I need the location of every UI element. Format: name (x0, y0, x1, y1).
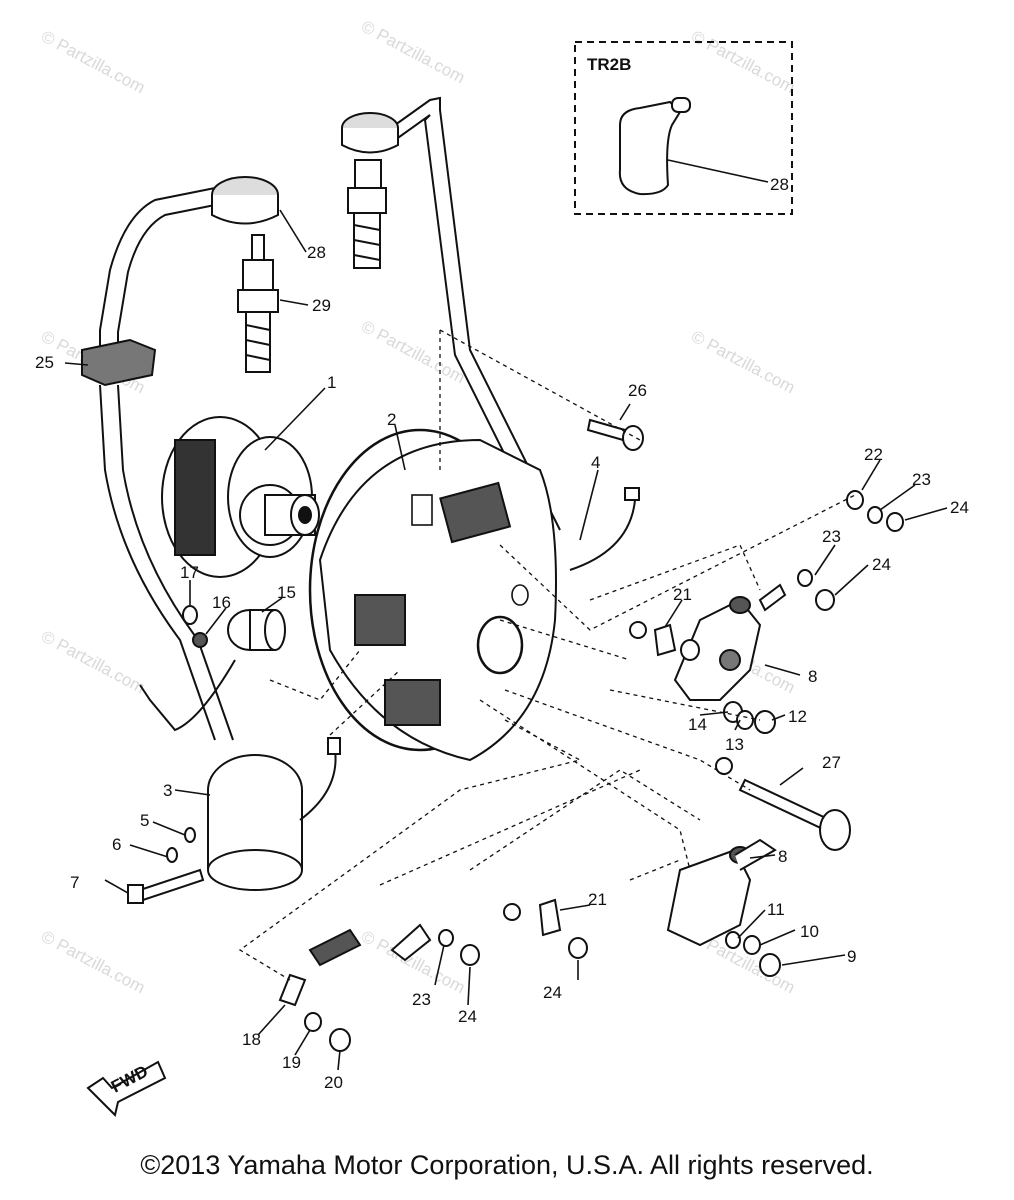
callout-24d: 24 (458, 1007, 477, 1026)
callout-8b: 8 (778, 847, 787, 866)
callout-24a: 24 (950, 498, 969, 517)
callout-13: 13 (725, 735, 744, 754)
callout-23b: 23 (822, 527, 841, 546)
callout-28b: 28 (770, 175, 789, 194)
callout-21a: 21 (673, 585, 692, 604)
callout-28a: 28 (307, 243, 326, 262)
coil-bolt (127, 827, 205, 904)
callout-21b: 21 (588, 890, 607, 909)
callout-11: 11 (767, 900, 785, 919)
watermark: © Partzilla.com (38, 27, 148, 98)
watermark: © Partzilla.com (688, 327, 798, 398)
watermark: © Partzilla.com (38, 927, 148, 998)
tr2b-inset: TR2B (574, 41, 793, 215)
callout-5: 5 (140, 811, 149, 830)
copyright-notice: ©2013 Yamaha Motor Corporation, U.S.A. A… (140, 1150, 874, 1180)
callout-23c: 23 (412, 990, 431, 1009)
flywheel-rotor (161, 416, 320, 578)
watermark: © Partzilla.com (38, 627, 148, 698)
spark-plug-right (347, 159, 387, 269)
callout-7: 7 (70, 873, 79, 892)
long-bolt (715, 757, 851, 851)
contact-breaker-upper (673, 596, 762, 701)
watermark: © Partzilla.com (358, 17, 468, 88)
callout-25: 25 (35, 353, 54, 372)
stator-coil (439, 481, 512, 544)
callout-19: 19 (282, 1053, 301, 1072)
stator-plate (308, 428, 557, 762)
high-tension-leads (99, 96, 561, 741)
callout-15: 15 (277, 583, 296, 602)
condenser (139, 605, 286, 732)
callout-10: 10 (800, 922, 819, 941)
plug-cap-right (341, 112, 399, 154)
callout-24c: 24 (543, 983, 562, 1002)
contact-breaker-lower (666, 838, 777, 947)
callout-1: 1 (327, 373, 336, 392)
callout-14: 14 (688, 715, 707, 734)
callout-3: 3 (163, 781, 172, 800)
plug-cap-terminal (671, 97, 691, 113)
callout-29: 29 (312, 296, 331, 315)
callout-9: 9 (847, 947, 856, 966)
leader-lines (64, 209, 948, 1071)
callout-18: 18 (242, 1030, 261, 1049)
callout-26: 26 (628, 381, 647, 400)
lead-wire (569, 487, 640, 571)
small-hardware (304, 490, 904, 1052)
spark-plug-left (237, 234, 279, 373)
callout-2: 2 (387, 410, 396, 429)
callout-17: 17 (180, 563, 199, 582)
clamp (81, 338, 157, 387)
callout-8a: 8 (808, 667, 817, 686)
cord-holder (278, 928, 362, 1007)
callout-12: 12 (788, 707, 807, 726)
watermark: © Partzilla.com (688, 27, 798, 98)
callout-4: 4 (591, 453, 600, 472)
screw (586, 418, 644, 451)
callout-24b: 24 (872, 555, 891, 574)
ignition-coil (207, 737, 341, 891)
callout-20: 20 (324, 1073, 343, 1092)
stator-coil (354, 594, 406, 646)
callout-labels: 1 2 3 4 5 6 7 8 8 9 10 11 12 13 14 15 16… (35, 175, 969, 1092)
callout-22: 22 (864, 445, 883, 464)
callout-6: 6 (112, 835, 121, 854)
callout-27: 27 (822, 753, 841, 772)
stator-coil (384, 679, 441, 726)
guide-lines (238, 329, 856, 981)
plug-cap-left (211, 176, 279, 225)
callout-16: 16 (212, 593, 231, 612)
inset-label: TR2B (587, 55, 631, 74)
callout-23a: 23 (912, 470, 931, 489)
fwd-arrow: FWD (86, 1060, 167, 1117)
